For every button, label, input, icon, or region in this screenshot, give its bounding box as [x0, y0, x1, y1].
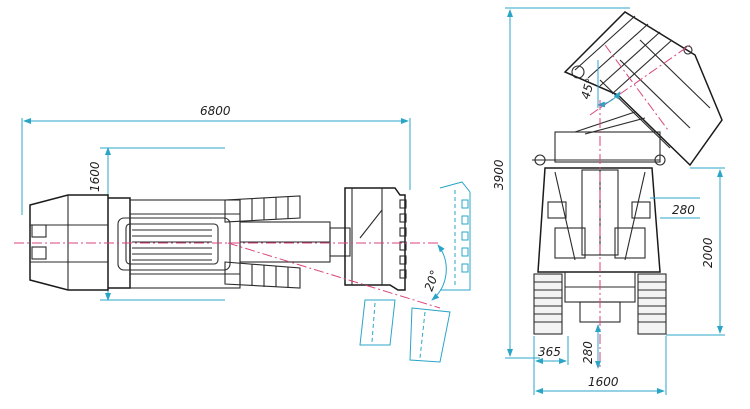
engine-block: [117, 217, 231, 271]
right-track: [637, 273, 667, 335]
label-side-angle: 20°: [422, 268, 442, 293]
dimension-ground-280: 280: [581, 324, 601, 369]
label-track-365: 365: [538, 345, 561, 359]
label-overall-length: 6800: [200, 104, 231, 118]
boom-section: [239, 221, 351, 263]
dimension-tilt-angle: 45°: [578, 60, 621, 108]
dimension-front-height: 3900: [492, 7, 630, 359]
dimension-front-width: 1600: [533, 336, 667, 395]
ghost-bucket-lower: [359, 299, 451, 363]
label-front-height: 3900: [492, 159, 506, 190]
front-view: 3900 45°: [492, 7, 725, 395]
dimension-side-angle: 20°: [422, 244, 447, 301]
cab-body: [537, 167, 661, 273]
label-height-2000: 2000: [701, 237, 715, 268]
label-front-width: 1600: [588, 375, 619, 389]
label-ground-280: 280: [581, 341, 595, 364]
label-tilt-angle: 45°: [578, 77, 597, 101]
front-bucket: [344, 187, 407, 291]
lower-track: [224, 261, 301, 289]
ghost-bucket-upper: [439, 181, 471, 291]
dimension-track-365: 365: [533, 336, 569, 365]
left-track: [533, 273, 563, 335]
upper-track: [224, 195, 301, 223]
dimension-offset-upper: 280: [650, 197, 700, 219]
rear-bucket: [29, 194, 109, 291]
side-view: 6800 1600: [14, 104, 471, 363]
dimension-overall-length: 6800: [21, 104, 411, 215]
lower-chassis: [564, 271, 636, 323]
side-swing-centerline: [227, 242, 441, 309]
label-offset-upper: 280: [672, 203, 695, 217]
label-side-width: 1600: [88, 161, 102, 192]
upper-frame: [532, 111, 666, 166]
dimension-height-2000: 2000: [666, 167, 725, 336]
